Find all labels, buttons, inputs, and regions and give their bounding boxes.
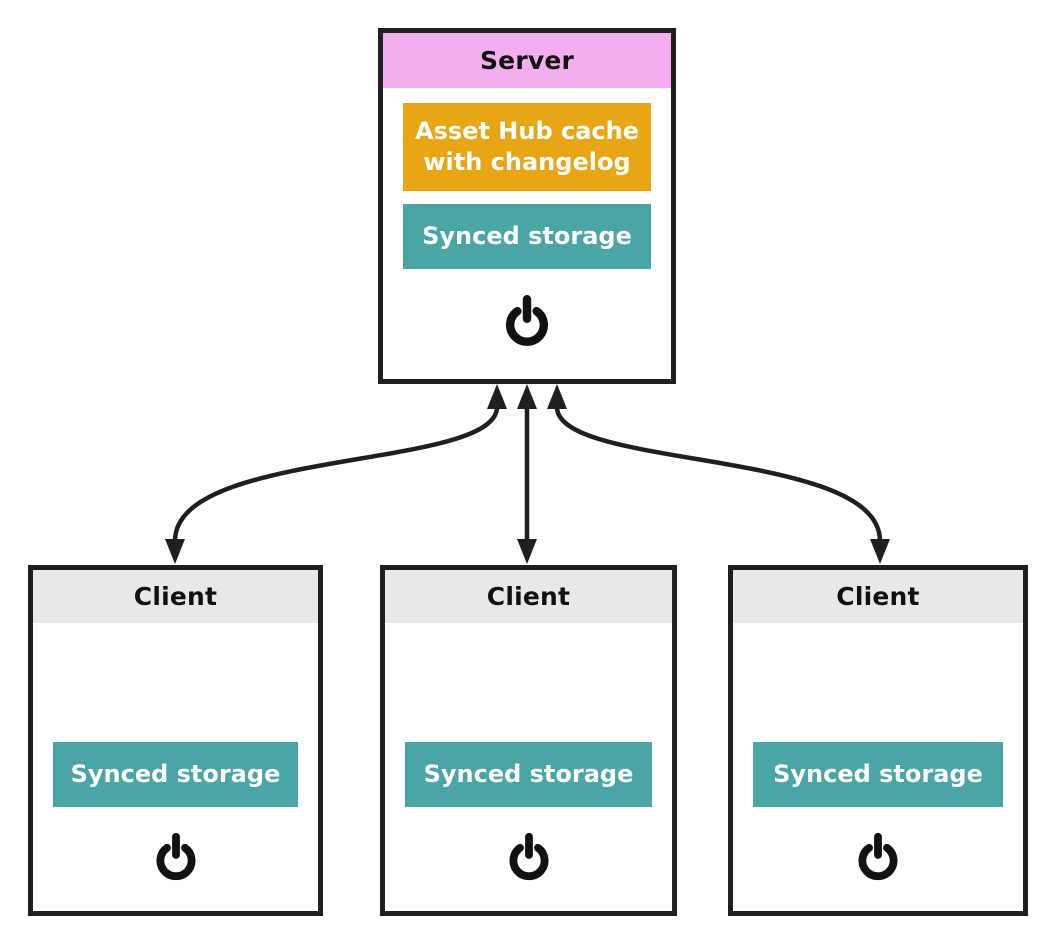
client-power-icon — [385, 831, 672, 883]
client-synced-storage-box: Synced storage — [53, 742, 298, 807]
client-power-icon — [33, 831, 318, 883]
arrow-server-client-right — [547, 384, 890, 564]
server-title: Server — [383, 33, 671, 88]
arrow-server-client-middle — [517, 384, 537, 564]
client-title: Client — [33, 570, 318, 623]
client-title: Client — [385, 570, 672, 623]
client-synced-storage-box: Synced storage — [405, 742, 652, 807]
client-synced-storage-box: Synced storage — [753, 742, 1003, 807]
client-title: Client — [733, 570, 1023, 623]
client-power-icon — [733, 831, 1023, 883]
server-synced-storage-box: Synced storage — [403, 204, 651, 269]
client-node-3: Client Synced storage — [728, 565, 1028, 916]
client-node-1: Client Synced storage — [28, 565, 323, 916]
arrow-server-client-left — [165, 384, 507, 564]
server-node: Server Asset Hub cache with changelog Sy… — [378, 28, 676, 384]
client-node-2: Client Synced storage — [380, 565, 677, 916]
server-power-icon — [383, 293, 671, 349]
asset-hub-cache-box: Asset Hub cache with changelog — [403, 103, 651, 191]
